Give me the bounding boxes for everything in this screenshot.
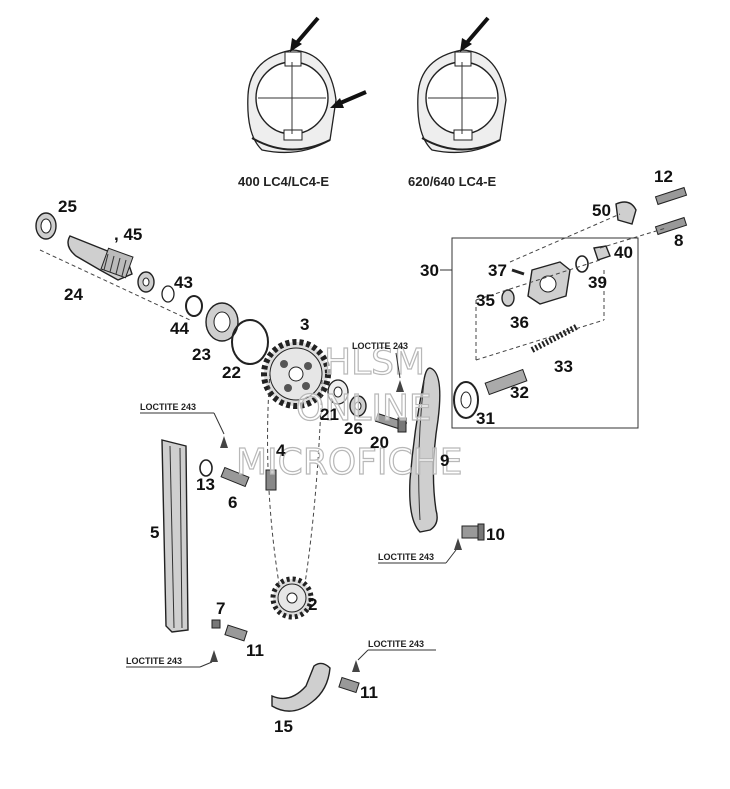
svg-text:LOCTITE 243: LOCTITE 243 xyxy=(378,552,434,562)
part-number-33: 33 xyxy=(554,357,573,376)
bearing-25 xyxy=(35,212,57,240)
head-variant-400 xyxy=(247,49,337,154)
part-number-43: 43 xyxy=(174,273,193,292)
bushing-26 xyxy=(349,395,367,417)
lever-15 xyxy=(271,662,331,712)
bolt-11-lower-right xyxy=(338,676,360,694)
part-number-45: , 45 xyxy=(114,225,142,244)
part-number-6: 6 xyxy=(228,493,237,512)
spring-33 xyxy=(530,323,580,353)
gasket-31 xyxy=(453,381,479,419)
part-number-21: 21 xyxy=(320,405,339,424)
bolt-10 xyxy=(461,523,485,541)
watermark-line2: ONLINE xyxy=(296,388,432,429)
tensioner-body-36 xyxy=(527,261,571,305)
part-number-44: 44 xyxy=(170,319,189,338)
part-number-50: 50 xyxy=(592,201,611,220)
loctite-label-upper-left: LOCTITE 243 xyxy=(140,402,225,435)
loctite-label-lower-left: LOCTITE 243 xyxy=(126,656,213,668)
part-number-24: 24 xyxy=(64,285,83,304)
svg-text:LOCTITE 243: LOCTITE 243 xyxy=(126,656,182,666)
tensioner-rail-9 xyxy=(409,367,441,533)
sprocket-2 xyxy=(270,576,314,620)
sprocket-3 xyxy=(261,339,331,409)
ring-39 xyxy=(575,255,589,273)
loctite-drop-icon xyxy=(352,660,360,672)
washer-21 xyxy=(327,379,349,405)
part-number-4: 4 xyxy=(276,441,286,460)
watermark-line3: MICROFICHE xyxy=(236,442,462,483)
part-number-2: 2 xyxy=(308,595,317,614)
part-number-11-left: 11 xyxy=(246,641,264,660)
part-number-5: 5 xyxy=(150,523,159,542)
ring-44 xyxy=(185,295,203,317)
part-number-7: 7 xyxy=(216,599,225,618)
loctite-drop-icon xyxy=(210,650,218,662)
circlip-22 xyxy=(231,319,269,365)
plunger-32 xyxy=(484,368,528,396)
tensioner-group-box xyxy=(451,237,639,429)
part-number-30: 30 xyxy=(420,261,439,280)
part-number-9: 9 xyxy=(440,451,449,470)
loctite-drop-icon xyxy=(396,380,404,392)
part-number-20: 20 xyxy=(370,433,389,452)
loctite-label-upper-center: LOCTITE 243 xyxy=(352,341,408,379)
arrow-icon xyxy=(290,16,320,52)
loctite-label-right: LOCTITE 243 xyxy=(378,549,457,564)
bolt-12 xyxy=(654,186,688,206)
washer-35 xyxy=(501,289,515,307)
chain-link-4 xyxy=(265,469,277,491)
bolt-6 xyxy=(220,466,250,488)
part-number-15: 15 xyxy=(274,717,293,736)
loctite-label-lower-right: LOCTITE 243 xyxy=(357,639,436,661)
pin-37 xyxy=(511,268,525,276)
bolt-11-lower-left xyxy=(224,624,248,642)
clamp-50 xyxy=(615,201,637,225)
washer-43-part xyxy=(137,271,155,293)
part-number-37: 37 xyxy=(488,261,507,280)
part-number-11-right: 11 xyxy=(360,683,378,702)
caption-variant-400: 400 LC4/LC4-E xyxy=(238,174,329,189)
svg-text:LOCTITE 243: LOCTITE 243 xyxy=(352,341,408,351)
part-number-23: 23 xyxy=(192,345,211,364)
part-number-22: 22 xyxy=(222,363,241,382)
part-number-31: 31 xyxy=(476,409,495,428)
loctite-drop-icon xyxy=(220,436,228,448)
loctite-drop-icon xyxy=(454,538,462,550)
part-number-32: 32 xyxy=(510,383,529,402)
head-variant-620 xyxy=(417,49,507,154)
bolt-20 xyxy=(374,412,408,433)
svg-text:LOCTITE 243: LOCTITE 243 xyxy=(140,402,196,412)
caption-variant-620: 620/640 LC4-E xyxy=(408,174,496,189)
part-number-36: 36 xyxy=(510,313,529,332)
plug-40 xyxy=(593,245,611,261)
ring-43 xyxy=(161,285,175,303)
watermark-line1: HLSM xyxy=(324,342,425,383)
shaft-24 xyxy=(67,235,134,281)
part-number-40: 40 xyxy=(614,243,633,262)
part-number-12: 12 xyxy=(654,167,673,186)
svg-text:LOCTITE 243: LOCTITE 243 xyxy=(368,639,424,649)
part-number-13: 13 xyxy=(196,475,215,494)
part-number-3: 3 xyxy=(300,315,309,334)
arrow-icon xyxy=(460,16,490,52)
spacer-7 xyxy=(211,619,221,629)
part-number-8: 8 xyxy=(674,231,683,250)
part-number-10: 10 xyxy=(486,525,505,544)
washer-13 xyxy=(199,459,213,477)
part-number-25: 25 xyxy=(58,197,77,216)
part-number-26: 26 xyxy=(344,419,363,438)
bearing-23 xyxy=(205,302,239,342)
part-number-35: 35 xyxy=(476,291,495,310)
guide-rail-5 xyxy=(161,439,189,633)
part-number-39: 39 xyxy=(588,273,607,292)
arrow-icon xyxy=(330,90,367,108)
